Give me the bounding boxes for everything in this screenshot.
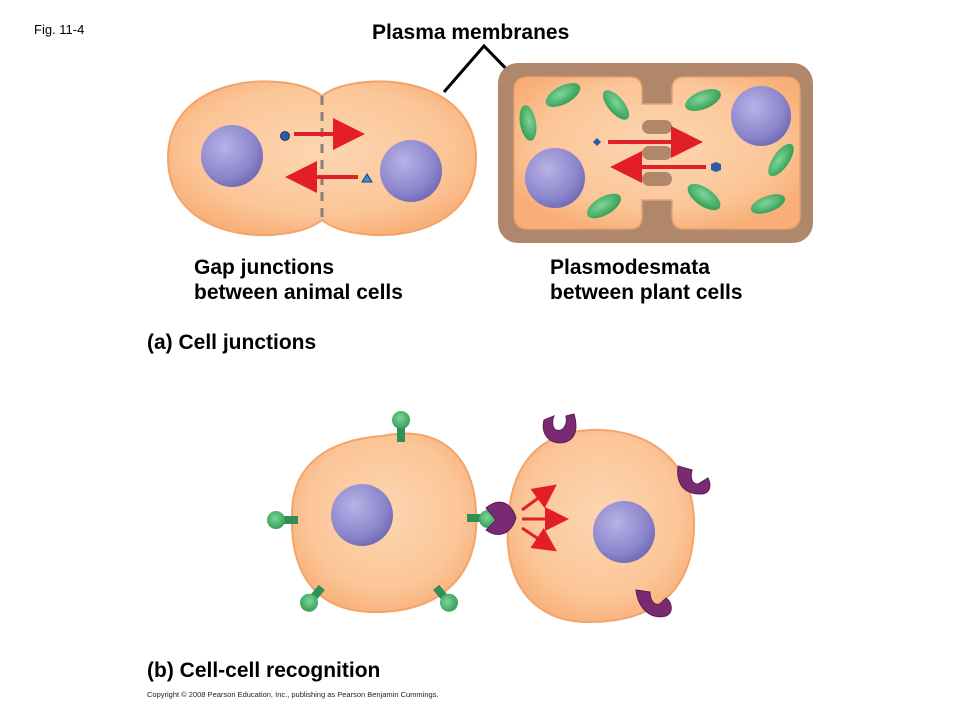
- receptor: [635, 589, 672, 618]
- chloroplast: [602, 90, 630, 120]
- plant-cells-plasmodesmata: [498, 63, 813, 243]
- signal-arrow: [521, 484, 557, 512]
- signal-arrow: [521, 526, 557, 552]
- receptor: [542, 413, 577, 444]
- chloroplast: [519, 105, 537, 141]
- nucleus: [380, 140, 442, 202]
- nucleus: [593, 501, 655, 563]
- nucleus: [525, 148, 585, 208]
- plasmodesma-wall: [642, 146, 672, 160]
- receptor: [677, 465, 711, 495]
- glycoprotein: [392, 411, 410, 442]
- glycoprotein: [267, 511, 298, 529]
- plasmodesma-wall: [642, 172, 672, 186]
- glycoprotein: [433, 584, 458, 612]
- small-molecule: [711, 162, 721, 172]
- chloroplast: [750, 194, 786, 214]
- receptor-bound: [485, 501, 517, 535]
- panel-a-title: (a) Cell junctions: [147, 331, 316, 354]
- nucleus: [731, 86, 791, 146]
- glycoprotein: [300, 584, 325, 612]
- gap-junctions-label-line1: Gap junctions: [194, 256, 334, 279]
- panel-b-title: (b) Cell-cell recognition: [147, 659, 380, 682]
- chloroplast: [768, 143, 794, 177]
- plasmodesmata-label-line2: between plant cells: [550, 281, 743, 304]
- animal-cells-gap-junction: [166, 80, 478, 237]
- small-molecule: [280, 131, 290, 141]
- plasmodesmata-label-line1: Plasmodesmata: [550, 256, 710, 279]
- plasmodesma-wall: [642, 120, 672, 134]
- small-molecule: [593, 138, 601, 146]
- chloroplast: [685, 89, 721, 111]
- chloroplast: [687, 183, 721, 211]
- nucleus: [331, 484, 393, 546]
- chloroplast: [586, 193, 622, 219]
- gap-junctions-label-line2: between animal cells: [194, 281, 403, 304]
- small-molecule: [361, 173, 373, 183]
- plasma-membranes-label: Plasma membranes: [372, 21, 569, 44]
- copyright-notice: Copyright © 2008 Pearson Education, Inc.…: [147, 690, 439, 699]
- chloroplast: [545, 83, 581, 107]
- nucleus: [201, 125, 263, 187]
- figure-id: Fig. 11-4: [34, 22, 84, 37]
- cell-cell-recognition: [267, 411, 711, 624]
